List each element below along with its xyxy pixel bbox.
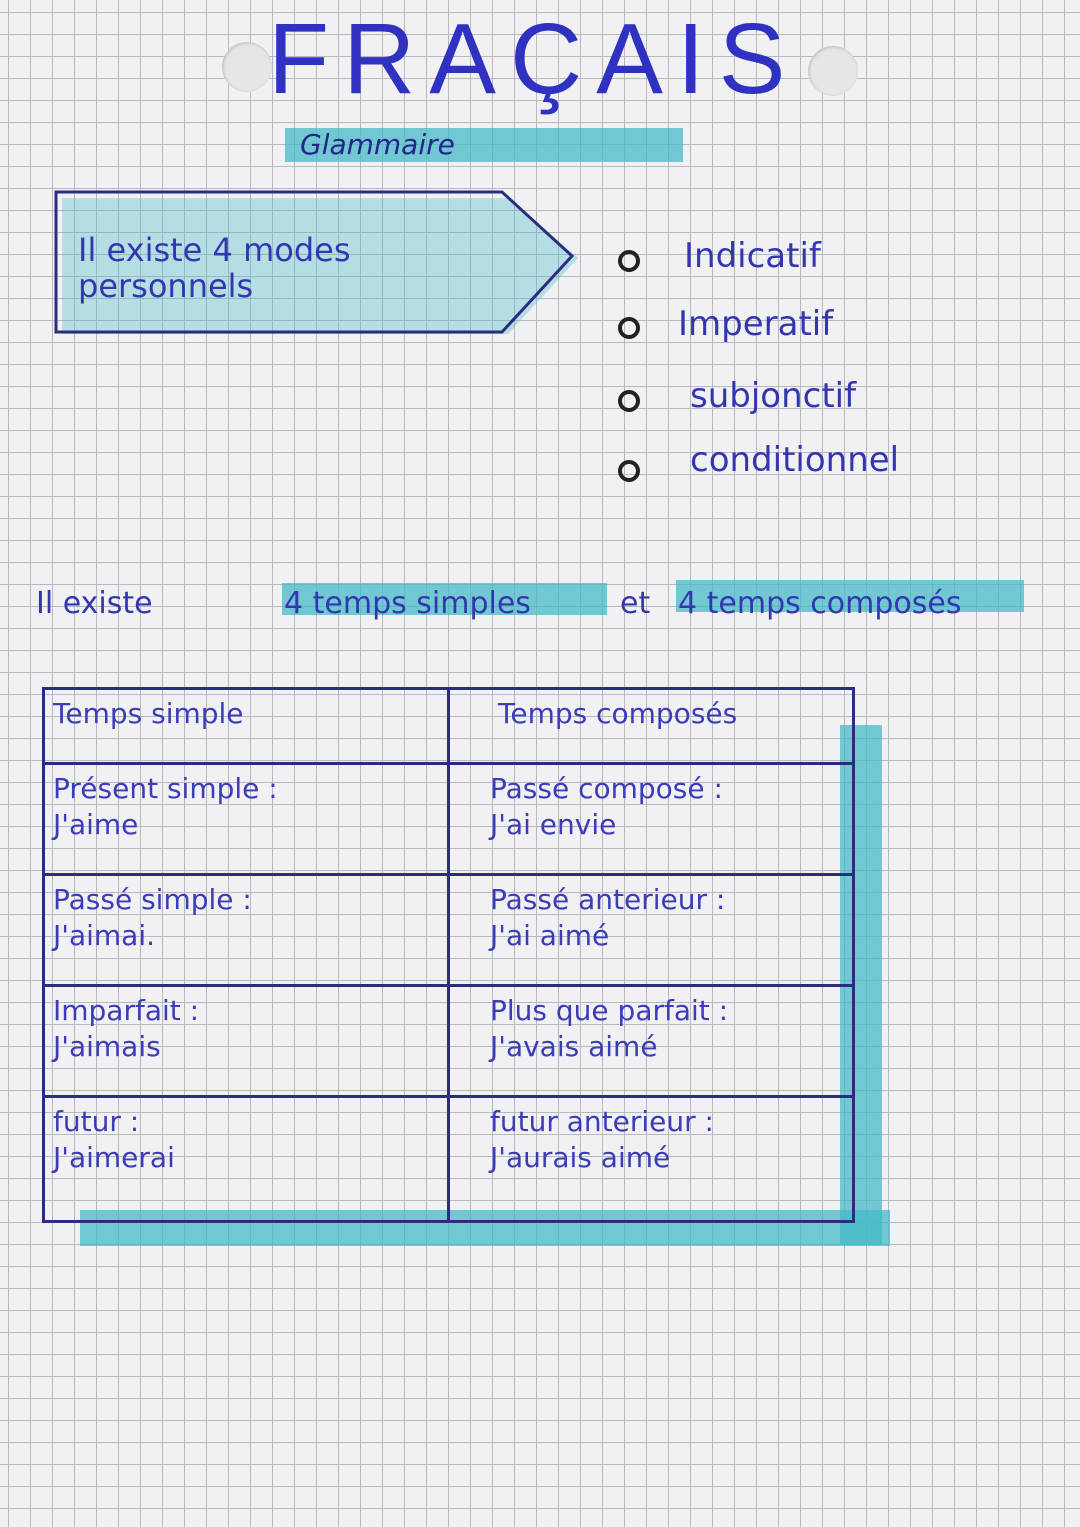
- table-row: futur :J'aimerai futur anterieur :J'aura…: [42, 1095, 855, 1223]
- mode-item: Indicatif: [684, 236, 821, 276]
- table-cell: Plus que parfait :J'avais aimé: [447, 984, 855, 1098]
- tense-example: J'aurais aimé: [490, 1141, 671, 1174]
- subtitle-highlight: [285, 128, 683, 162]
- table-row: Présent simple :J'aime Passé composé :J'…: [42, 762, 855, 876]
- tense-label: Passé anterieur :: [490, 883, 726, 916]
- tense-example: J'aimai.: [53, 919, 156, 952]
- tense-label: Plus que parfait :: [490, 994, 729, 1027]
- tense-example: J'aime: [53, 808, 139, 841]
- table-cell: Imparfait :J'aimais: [42, 984, 450, 1098]
- box-line-1: Il existe 4 modes: [78, 231, 351, 269]
- tense-label: Passé simple :: [53, 883, 252, 916]
- tense-label: Imparfait :: [53, 994, 200, 1027]
- bullet-icon: [618, 390, 640, 412]
- tense-label: Passé composé :: [490, 772, 723, 805]
- table-cell: Passé simple :J'aimai.: [42, 873, 450, 987]
- mode-item: Imperatif: [678, 304, 834, 344]
- page-title: FRAÇAIS: [268, 3, 800, 115]
- binder-hole-right: [808, 46, 858, 96]
- bullet-icon: [618, 317, 640, 339]
- sentence-part: 4 temps simples: [284, 586, 531, 621]
- table-cell: futur anterieur :J'aurais aimé: [447, 1095, 855, 1223]
- tense-example: J'avais aimé: [490, 1030, 658, 1063]
- arrow-box: [54, 190, 578, 334]
- tense-example: J'aimais: [53, 1030, 161, 1063]
- table-row: Imparfait :J'aimais Plus que parfait :J'…: [42, 984, 855, 1098]
- mode-item: conditionnel: [690, 440, 900, 480]
- table-header: Temps simple: [42, 687, 450, 765]
- tense-example: J'ai aimé: [490, 919, 610, 952]
- table-cell: Présent simple :J'aime: [42, 762, 450, 876]
- binder-hole-left: [222, 42, 272, 92]
- page-subtitle: Glammaire: [300, 128, 455, 161]
- box-line-2: personnels: [78, 267, 254, 305]
- tense-example: J'aimerai: [53, 1141, 175, 1174]
- sentence-part: et: [620, 586, 651, 621]
- tense-label: futur :: [53, 1105, 140, 1138]
- mode-item: subjonctif: [690, 376, 857, 416]
- table-cell: Passé anterieur :J'ai aimé: [447, 873, 855, 987]
- tenses-table: Temps simple Temps composés Présent simp…: [42, 687, 855, 1223]
- sentence-highlight-2: [676, 580, 1024, 612]
- sentence-highlight-1: [282, 583, 607, 615]
- bullet-icon: [618, 250, 640, 272]
- tense-example: J'ai envie: [490, 808, 617, 841]
- modes-box-text: Il existe 4 modes personnels: [78, 232, 350, 304]
- sentence-part: Il existe: [36, 586, 153, 621]
- tense-label: Présent simple :: [53, 772, 278, 805]
- table-cell: futur :J'aimerai: [42, 1095, 450, 1223]
- sentence-part: 4 temps composés: [678, 586, 962, 621]
- table-header: Temps composés: [447, 687, 855, 765]
- table-cell: Passé composé :J'ai envie: [447, 762, 855, 876]
- table-row: Passé simple :J'aimai. Passé anterieur :…: [42, 873, 855, 987]
- bullet-icon: [618, 460, 640, 482]
- tense-label: futur anterieur :: [490, 1105, 714, 1138]
